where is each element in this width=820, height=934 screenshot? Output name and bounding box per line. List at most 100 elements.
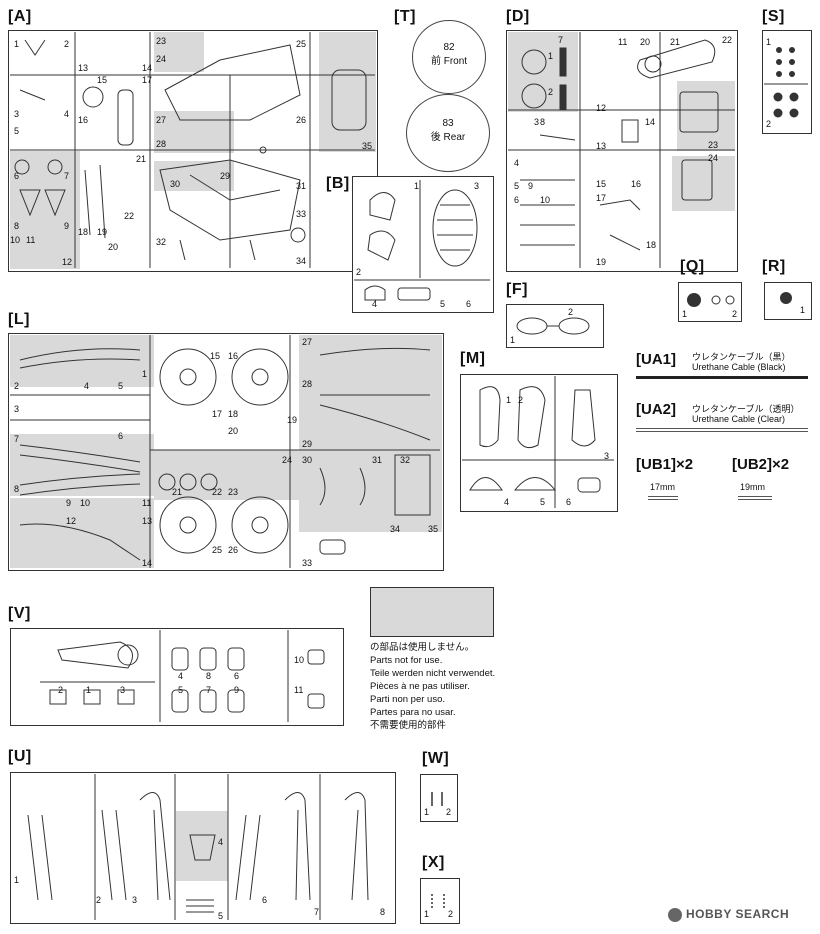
cable-ua2-code: [UA2] — [636, 401, 676, 418]
part-number: 33 — [296, 209, 307, 219]
part-number: 2 — [446, 807, 452, 817]
part-number: 9 — [64, 221, 70, 231]
legend-line-zh: 不需要使用的部件 — [370, 720, 447, 731]
part-number: 15 — [210, 351, 221, 361]
cable-ub1-code: [UB1]×2 — [636, 456, 694, 473]
sprue-s-label: [S] — [762, 8, 785, 25]
part-number: 1 — [424, 909, 430, 919]
watermark: HOBBY SEARCH — [686, 907, 790, 921]
part-number: 22 — [722, 35, 733, 45]
sprue-w-frame — [420, 774, 458, 822]
part-number: 7 — [558, 35, 564, 45]
part-number: 1 — [682, 309, 688, 319]
part-number: 24 — [708, 153, 719, 163]
cable-ub1-length: 17mm — [650, 482, 676, 492]
part-number: 1 — [424, 807, 430, 817]
unused-area — [10, 434, 154, 496]
cable-ua1-jp: ウレタンケーブル（黒） — [692, 352, 791, 362]
part-number: 6 — [566, 497, 572, 507]
part-number: 31 — [372, 455, 383, 465]
legend-line-es: Partes para no usar. — [370, 707, 456, 718]
part-number: 20 — [640, 37, 651, 47]
cable-ub2-length: 19mm — [740, 482, 766, 492]
part-number: 32 — [400, 455, 411, 465]
sprue-f-label: [F] — [506, 281, 528, 298]
part-number: 23 — [228, 487, 239, 497]
part-number: 2 — [356, 267, 362, 277]
part-number: 2 — [548, 87, 554, 97]
cable-ub1-line — [648, 496, 678, 500]
part-number: 2 — [14, 381, 20, 391]
part-number: 19 — [596, 257, 607, 267]
part-number: 15 — [596, 179, 607, 189]
part-number: 9 — [528, 181, 534, 191]
unused-area — [10, 335, 154, 387]
part-number: 10 — [294, 655, 305, 665]
part-number: 2 — [448, 909, 454, 919]
part-number: 27 — [302, 337, 313, 347]
unused-area — [154, 161, 234, 191]
part-number: 5 — [514, 181, 520, 191]
cable-ua2-jp: ウレタンケーブル（透明） — [692, 404, 800, 414]
unused-area — [154, 450, 299, 500]
sprue-x-frame — [420, 878, 460, 924]
sprue-l-label: [L] — [8, 311, 30, 328]
part-number: 6 — [262, 895, 268, 905]
part-number: 34 — [390, 524, 401, 534]
part-number: 4 — [64, 109, 70, 119]
front-tire: 82 前 Front — [412, 20, 486, 94]
part-number: 24 — [156, 54, 167, 64]
cable-ua1-code: [UA1] — [636, 351, 676, 368]
part-number: 3 — [604, 451, 610, 461]
part-number: 18 — [646, 240, 657, 250]
part-number: 21 — [172, 487, 183, 497]
part-number: 6 — [118, 431, 124, 441]
part-number: 17 — [142, 75, 153, 85]
part-number: 6 — [514, 195, 520, 205]
unused-area — [176, 811, 228, 881]
part-number: 20 — [108, 242, 119, 252]
part-number: 21 — [136, 154, 147, 164]
part-number: 13 — [596, 141, 607, 151]
part-number: 1 — [414, 181, 420, 191]
part-number: 7 — [314, 907, 320, 917]
cable-ub2-line — [738, 496, 772, 500]
rear-tire: 83 後 Rear — [406, 94, 490, 172]
front-tire-text: 前 Front — [430, 56, 468, 67]
part-number: 9 — [234, 685, 240, 695]
part-number: 2 — [518, 395, 524, 405]
part-number: 4 — [218, 837, 224, 847]
part-number: 3 — [14, 109, 20, 119]
part-number: 7 — [14, 434, 20, 444]
part-number: 29 — [220, 171, 231, 181]
part-number: 10 — [10, 235, 21, 245]
sprue-w-label: [W] — [422, 750, 450, 767]
part-number: 25 — [296, 39, 307, 49]
legend-line-it: Parti non per uso. — [370, 694, 445, 705]
sprue-v-label: [V] — [8, 605, 31, 622]
sprue-x-label: [X] — [422, 854, 445, 871]
unused-area — [677, 81, 735, 151]
cable-ua2-en: Urethane Cable (Clear) — [692, 414, 786, 424]
part-number: 30 — [170, 179, 181, 189]
cable-ub2-code: [UB2]×2 — [732, 456, 790, 473]
part-number: 17 — [596, 193, 607, 203]
legend-line-jp: の部品は使用しません。 — [370, 642, 475, 653]
part-number: 26 — [228, 545, 239, 555]
sprue-b-frame — [352, 176, 494, 313]
part-number: 29 — [302, 439, 313, 449]
unused-area — [10, 498, 154, 568]
part-number: 2 — [568, 307, 574, 317]
part-number: 8 — [14, 484, 20, 494]
part-number: 22 — [212, 487, 223, 497]
part-number: 1 — [14, 875, 20, 885]
sprue-d-frame — [506, 30, 738, 272]
sprue-q-label: [Q] — [680, 258, 705, 275]
part-number: 13 — [78, 63, 89, 73]
